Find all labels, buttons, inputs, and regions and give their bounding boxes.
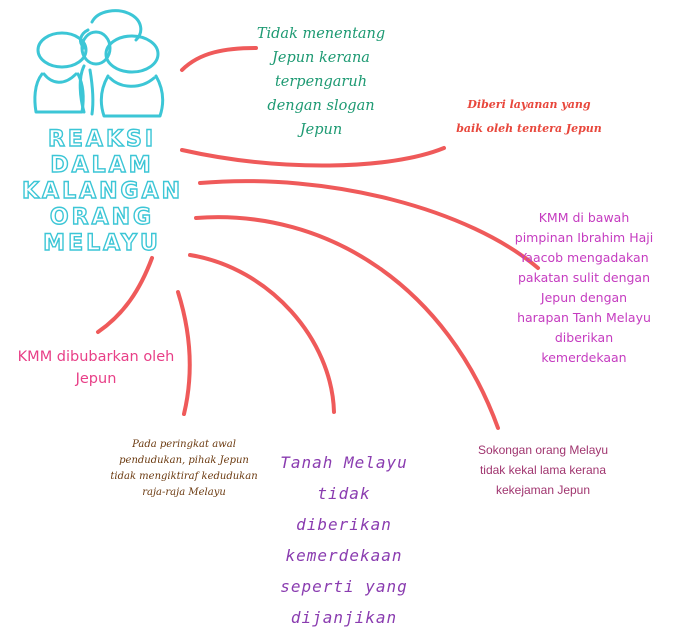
branch-n3 [198, 179, 540, 270]
reaction-node: KMM dibubarkan oleh Jepun [17, 349, 175, 387]
reaction-node: Pada peringkat awal pendudukan, pihak Je… [110, 439, 258, 498]
people-group-icon [33, 9, 165, 118]
central-topic-line: REAKSI [47, 126, 157, 152]
central-topic-line: DALAM [50, 152, 154, 178]
central-topic-line: MELAYU [42, 230, 161, 256]
central-topic: REAKSI DALAM KALANGAN ORANG MELAYU [21, 126, 184, 257]
branch-n4 [96, 256, 154, 334]
branch-n2 [180, 146, 446, 168]
branch-n7 [194, 215, 500, 430]
reaction-node: Tidak menentang Jepun kerana terpengaruh… [256, 26, 386, 138]
central-topic-line: ORANG [49, 204, 155, 230]
branch-n5 [176, 290, 192, 416]
branch-n1 [180, 46, 258, 72]
branch-n6 [188, 253, 336, 414]
reaction-node: Tanah Melayu tidak diberikan kemerdekaan… [280, 453, 408, 627]
reaction-node: Sokongan orang Melayu tidak kekal lama k… [477, 443, 609, 497]
central-topic-line: KALANGAN [21, 178, 184, 204]
branch-lines [96, 46, 540, 430]
reaction-node: KMM di bawah pimpinan Ibrahim Haji Yaaco… [514, 210, 654, 365]
reaction-node: Diberi layanan yang baik oleh tentera Je… [456, 98, 602, 135]
